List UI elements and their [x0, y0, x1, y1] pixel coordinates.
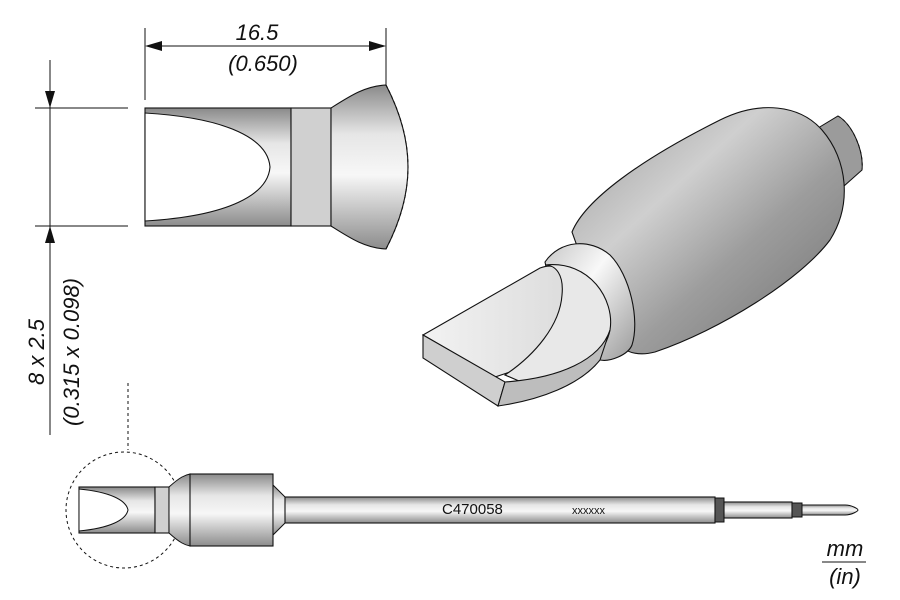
- small-collar: [154, 486, 170, 534]
- thin-shaft: [723, 501, 793, 519]
- length-mm-label: 16.5: [236, 20, 280, 45]
- unit-mm-label: mm: [827, 536, 864, 561]
- rear-stub-break-line: [837, 115, 863, 171]
- chisel-side-face: [497, 329, 611, 407]
- shaft: [284, 496, 716, 524]
- full-tip-view: C470058 xxxxxx: [65, 383, 859, 569]
- shaft-ring: [714, 497, 725, 523]
- main-body: [571, 107, 845, 355]
- thin-ring: [791, 502, 803, 518]
- small-shoulder: [168, 473, 191, 547]
- tip-in-label: (0.315 x 0.098): [59, 278, 84, 426]
- collar-band: [290, 107, 332, 227]
- units-legend: mm (in): [822, 536, 866, 589]
- arrow-left-icon: [145, 41, 162, 51]
- side-view: 16.5 (0.650) 8 x 2.5 (0.315 x 0.098): [24, 20, 409, 435]
- arrow-down-icon: [45, 91, 55, 108]
- unit-in-label: (in): [829, 564, 861, 589]
- serial-label: xxxxxx: [572, 505, 606, 517]
- shaft-step: [272, 483, 286, 537]
- part-code-label: C470058: [442, 501, 503, 518]
- arrow-up-icon: [45, 226, 55, 243]
- arrow-right-icon: [369, 41, 386, 51]
- isometric-view: [421, 107, 863, 407]
- length-in-label: (0.650): [228, 51, 298, 76]
- tip-mm-label: 8 x 2.5: [24, 318, 49, 385]
- sensor-point: [801, 504, 859, 516]
- small-body: [189, 473, 274, 547]
- shoulder-break-line: [385, 84, 409, 250]
- chisel-bevel-curve: [144, 112, 271, 222]
- small-bevel-curve: [78, 488, 129, 532]
